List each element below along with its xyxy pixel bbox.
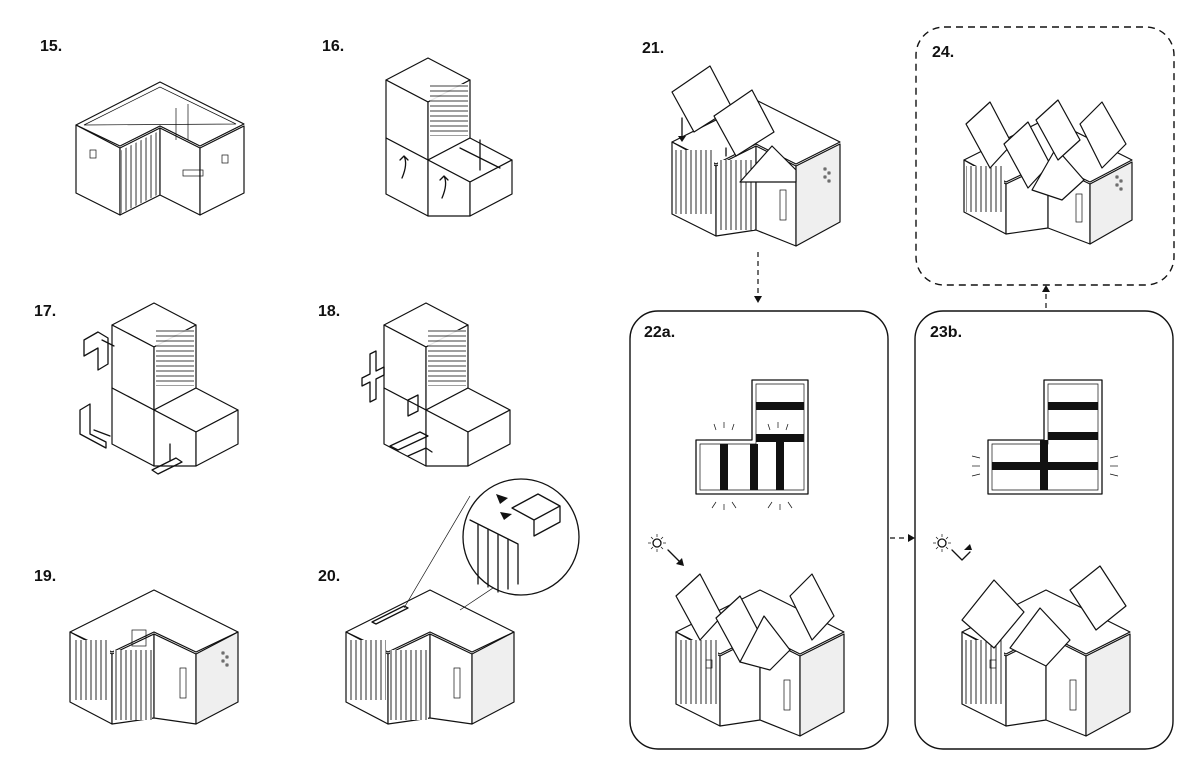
step-label-18: 18. [318, 303, 341, 320]
step-20-illustration [345, 478, 580, 725]
magnifier-detail-circle [462, 478, 580, 596]
step-label-15: 15. [40, 38, 63, 55]
step-label-23b: 23b. [930, 324, 963, 341]
sun-with-reflect-arrow-icon [933, 534, 972, 561]
house-24-illustration [963, 99, 1133, 245]
step-label-24: 24. [932, 44, 955, 61]
floorplan-22a [695, 379, 809, 510]
step-label-17: 17. [34, 303, 57, 320]
house-23b-illustration [961, 565, 1131, 737]
step-16-illustration [385, 57, 513, 217]
step-label-20: 20. [318, 568, 341, 585]
floorplan-23b [971, 379, 1119, 495]
house-22a-illustration [675, 573, 845, 737]
step-label-21: 21. [642, 40, 665, 57]
step-label-22a: 22a. [644, 324, 676, 341]
step-21-illustration [671, 65, 841, 247]
panel-23b-frame [914, 310, 1174, 750]
step-label-19: 19. [34, 568, 57, 585]
panel-24-frame [915, 26, 1175, 286]
step-19-illustration [69, 589, 239, 725]
step-17-illustration [79, 302, 239, 475]
step-15-illustration [75, 81, 245, 216]
sun-with-shading-arrow-icon [648, 534, 684, 566]
panel-22a-frame [629, 310, 889, 750]
step-label-16: 16. [322, 38, 345, 55]
step-18-illustration [361, 302, 511, 467]
